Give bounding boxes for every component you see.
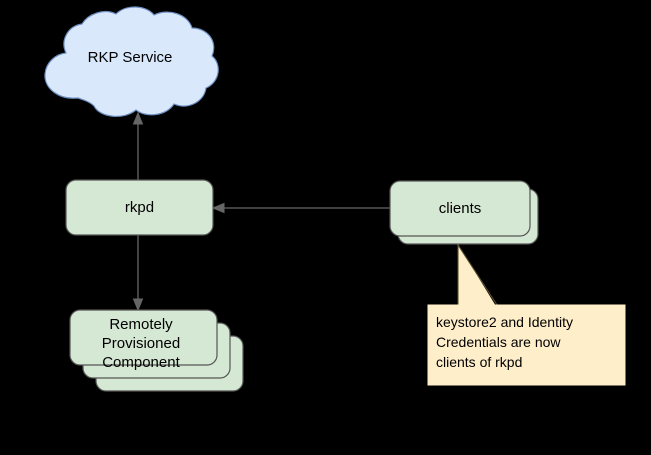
arrow-rkpd-to-cloud bbox=[132, 111, 144, 180]
clients-stack-shape[interactable] bbox=[389, 180, 539, 245]
rkpd-box-shape[interactable] bbox=[65, 179, 214, 236]
cloud-shape-rkp-service[interactable] bbox=[44, 6, 219, 117]
callout-box-shape[interactable] bbox=[427, 304, 626, 386]
rpc-stack-shape[interactable] bbox=[69, 309, 244, 392]
arrow-clients-to-rkpd bbox=[211, 202, 390, 214]
callout-pointer bbox=[457, 243, 500, 313]
arrow-rkpd-to-rpc bbox=[132, 235, 144, 312]
